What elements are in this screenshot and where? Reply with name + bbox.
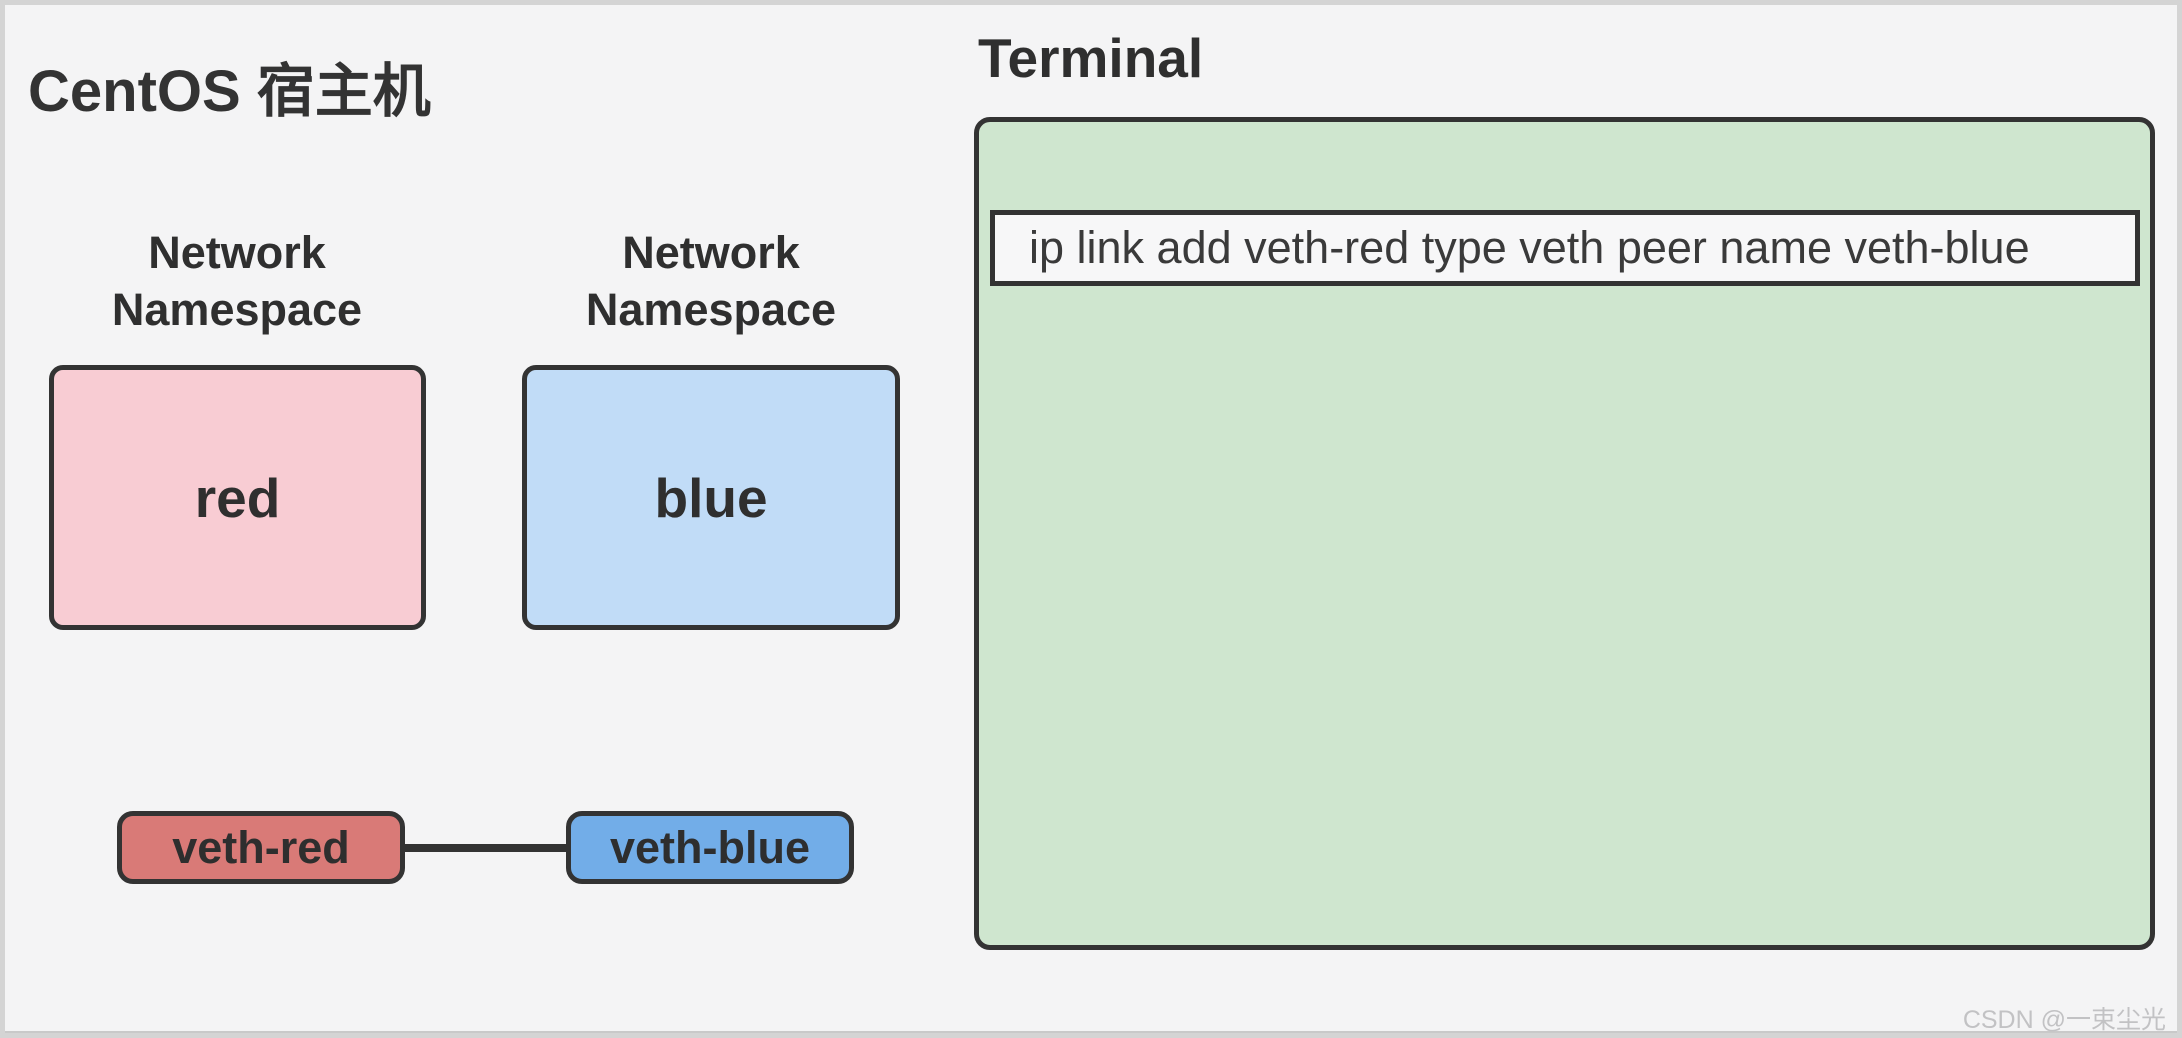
terminal-heading: Terminal	[978, 27, 1204, 89]
veth-blue-label: veth-blue	[609, 821, 811, 873]
namespace-label-red: Network Namespace	[111, 227, 363, 335]
veth-pair-connector-line	[402, 844, 569, 852]
namespace-box-blue-label: blue	[654, 466, 768, 529]
watermark: CSDN @一束尘光	[1962, 1006, 2166, 1034]
veth-red-label: veth-red	[172, 821, 350, 873]
namespace-box-red-label: red	[194, 466, 281, 529]
veth-blue-node: veth-blue	[566, 811, 854, 884]
namespace-box-blue: blue	[522, 365, 900, 630]
terminal-command-input[interactable]: ip link add veth-red type veth peer name…	[990, 210, 2140, 286]
namespace-box-red: red	[49, 365, 426, 630]
namespace-label-blue: Network Namespace	[585, 227, 837, 335]
host-title: CentOS 宿主机	[28, 59, 431, 124]
veth-red-node: veth-red	[117, 811, 405, 884]
